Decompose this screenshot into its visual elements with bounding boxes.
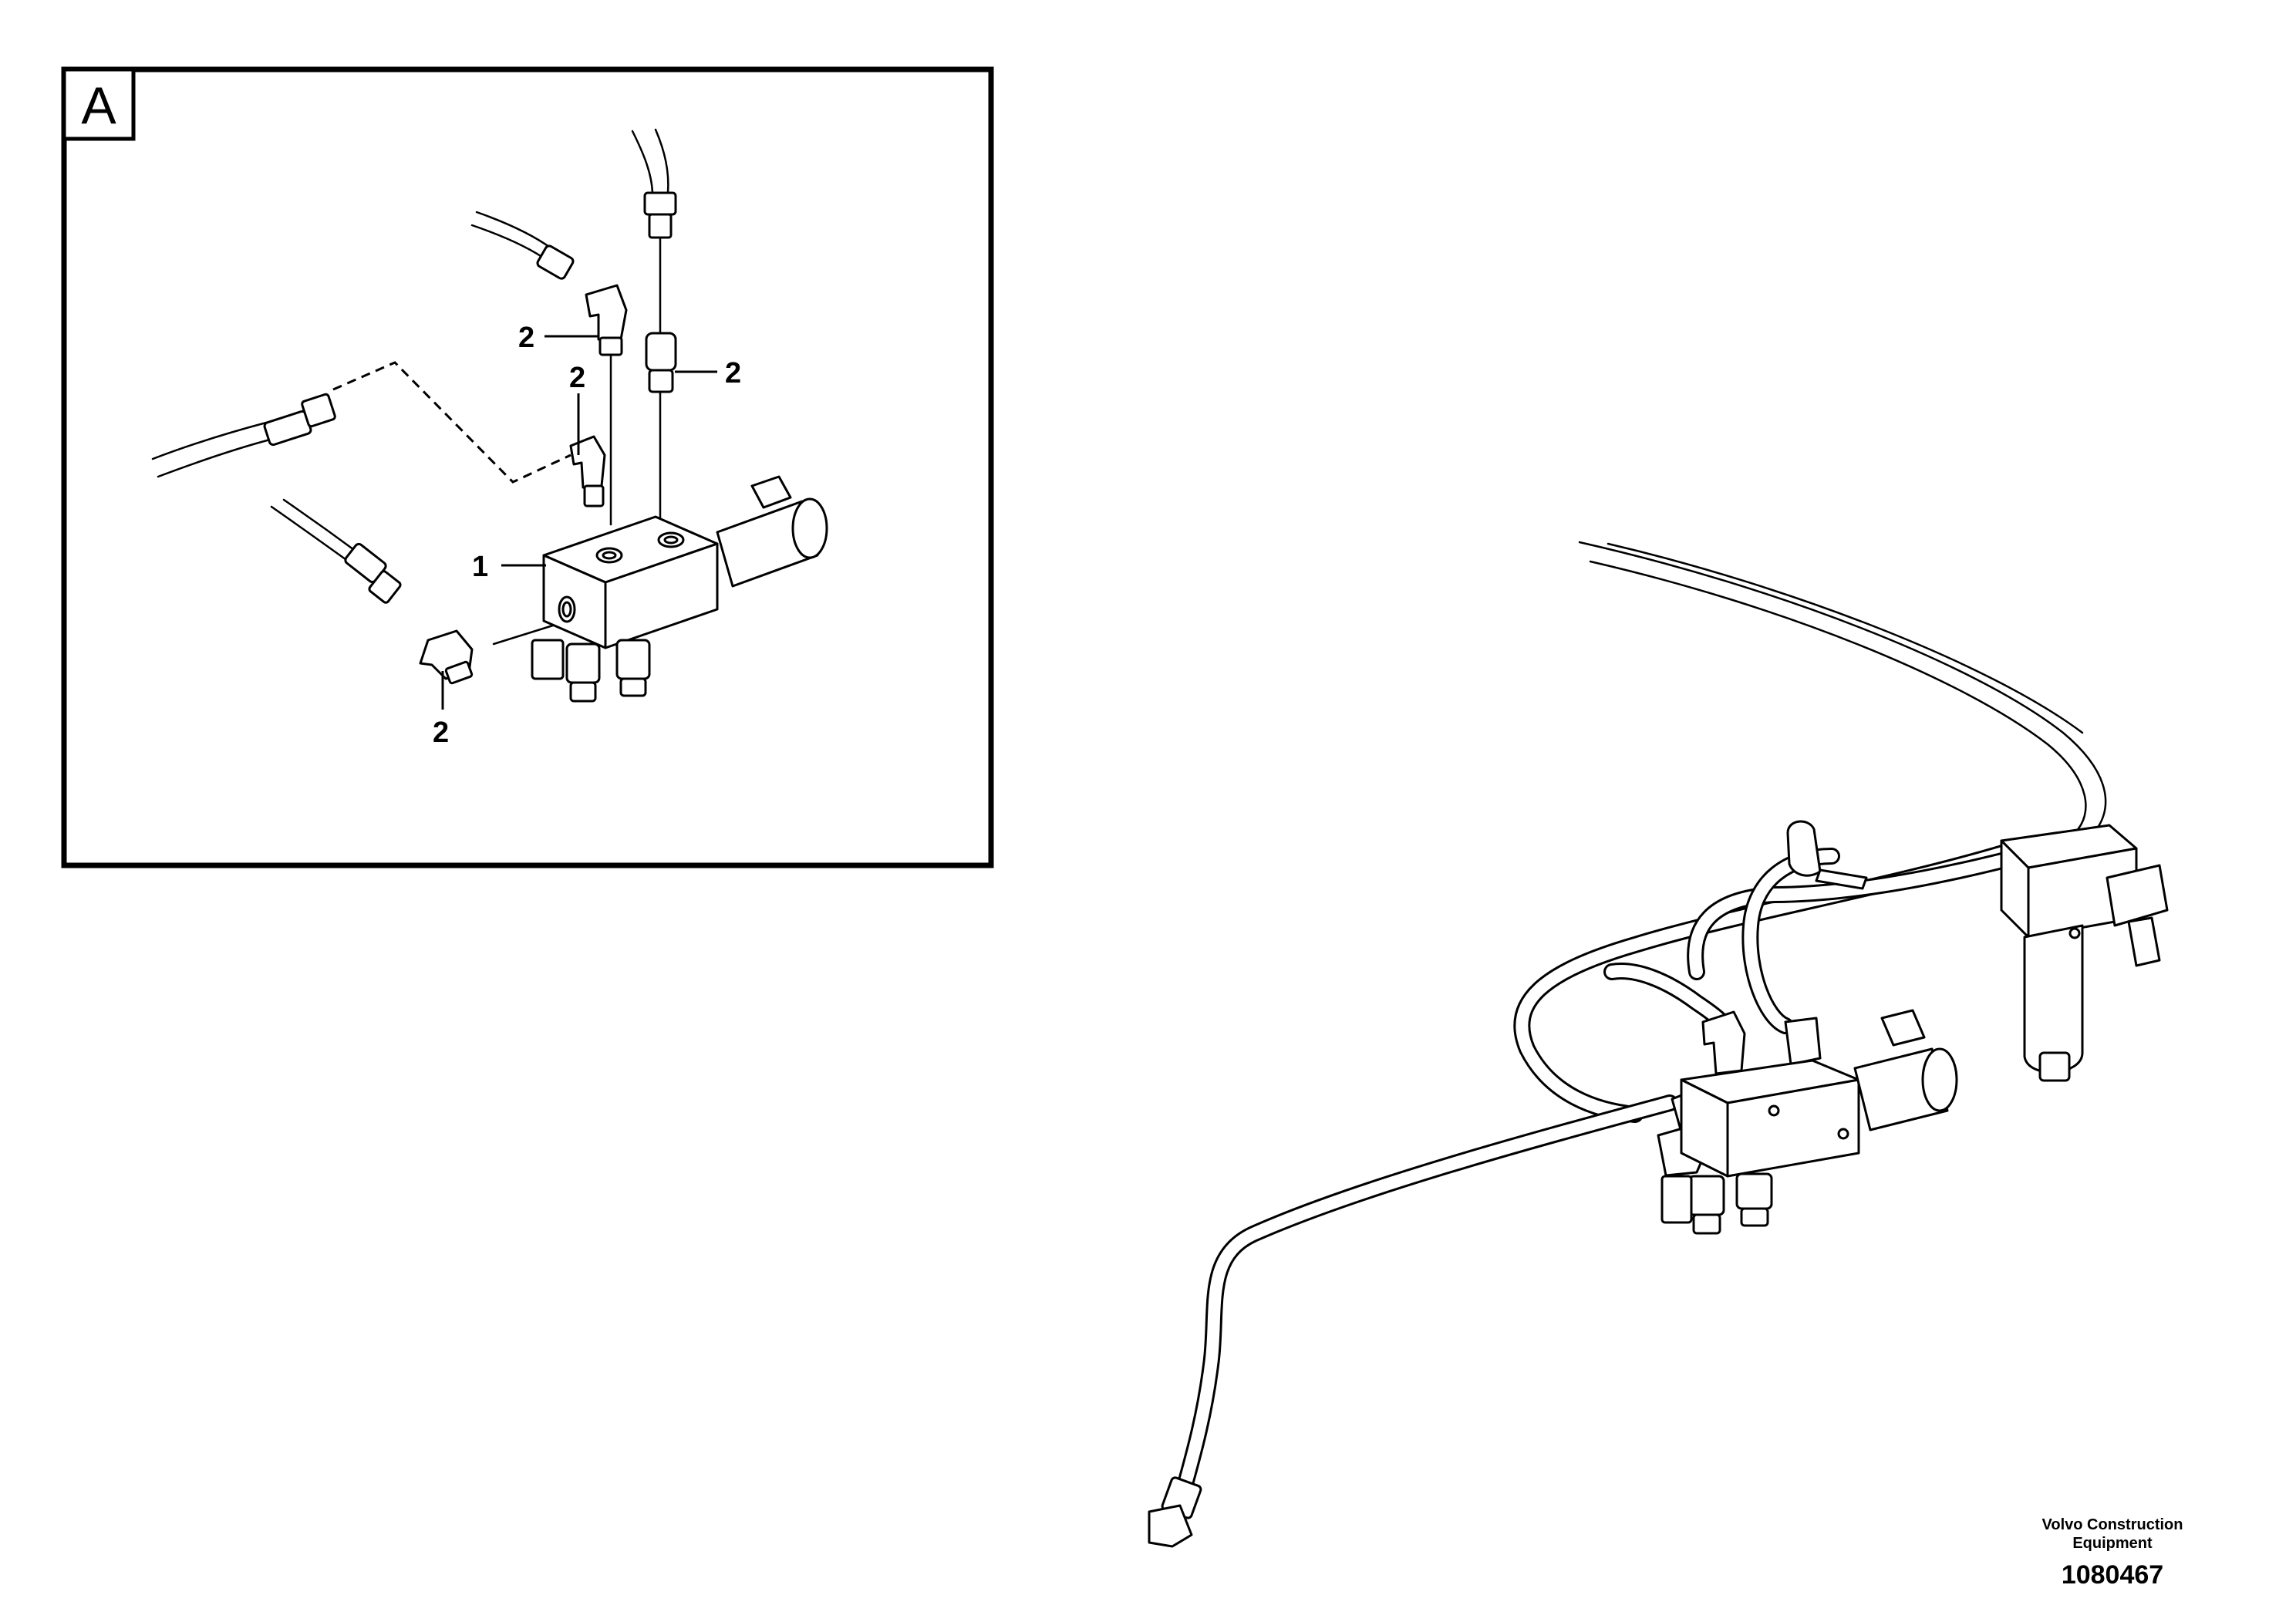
inset-hose-fittings bbox=[263, 191, 677, 604]
title-block: Volvo Construction Equipment 1080467 bbox=[1989, 1516, 2236, 1590]
elbow-fitting-bottom bbox=[419, 629, 474, 685]
drawing-number: 1080467 bbox=[2061, 1560, 2164, 1590]
lower-hose-end-fitting bbox=[1148, 1476, 1202, 1548]
detail-view-a: A bbox=[61, 66, 994, 868]
solenoid-valve-block bbox=[531, 475, 828, 703]
callout-2-middle: 2 bbox=[569, 362, 585, 394]
elbow-fitting-middle bbox=[569, 435, 606, 508]
filter-assembly bbox=[2000, 824, 2169, 1082]
hose-clamp bbox=[1786, 820, 1868, 890]
elbow-fitting-top-left bbox=[585, 284, 628, 356]
callout-2-top-right: 2 bbox=[725, 357, 741, 389]
callout-2-bottom: 2 bbox=[433, 717, 449, 749]
inset-hoses bbox=[151, 128, 669, 563]
manufacturer-name: Volvo Construction Equipment bbox=[2041, 1516, 2183, 1552]
callout-2-top-left: 2 bbox=[518, 322, 534, 354]
view-label: A bbox=[81, 76, 116, 135]
straight-fitting-top-right bbox=[645, 332, 677, 393]
callout-1: 1 bbox=[472, 551, 488, 583]
main-assembly-view bbox=[1148, 541, 2169, 1548]
main-solenoid-valve-block bbox=[1660, 1009, 1958, 1235]
dashed-connection-line bbox=[332, 361, 571, 484]
view-label-box bbox=[62, 67, 136, 141]
inset-frame bbox=[61, 66, 994, 868]
main-hoses bbox=[1172, 541, 2107, 1512]
inset-axis-lines bbox=[492, 236, 662, 646]
